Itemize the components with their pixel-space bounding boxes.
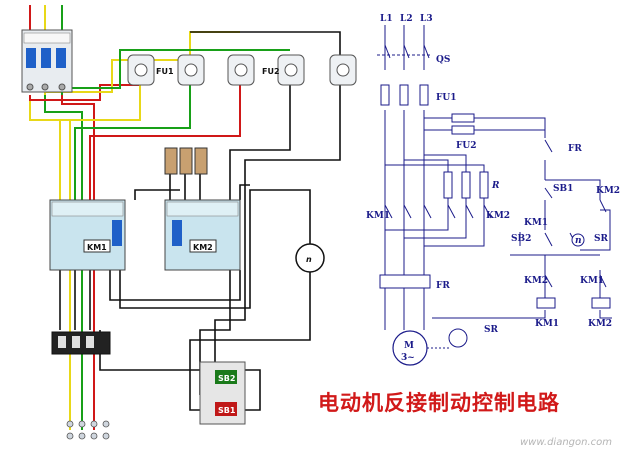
speed-relay: [295, 243, 325, 273]
contactor-km2: [164, 199, 241, 271]
label-sb1: SB1: [553, 184, 573, 194]
resistor-symbols: [443, 171, 489, 199]
wiring-km2-label: KM2: [193, 243, 213, 252]
sr-contact-circle: [571, 233, 585, 247]
label-fr-main: FR: [436, 281, 450, 291]
resistor-block: [164, 147, 208, 175]
fu2-symbols: [451, 113, 475, 135]
label-l2: L2: [400, 14, 413, 24]
contactor-km1: [49, 199, 126, 271]
fuse-holders: [127, 54, 357, 86]
label-motor: M: [404, 341, 414, 351]
coil-symbols: [536, 297, 611, 309]
label-fu2: FU2: [456, 141, 477, 151]
thermal-relay: [51, 331, 111, 355]
label-motor-phase: 3~: [401, 353, 415, 363]
qs-switch: [384, 44, 430, 59]
schematic-lines: [377, 25, 612, 330]
diagram-title: 电动机反接制动控制电路: [318, 391, 560, 415]
label-sr-symbol: n: [575, 236, 582, 246]
label-km1-interlock: KM1: [580, 276, 604, 286]
fu1-symbols: [380, 84, 429, 106]
label-r: R: [491, 181, 500, 191]
circuit-breaker: [21, 29, 73, 93]
wiring-diagram: FU1 FU2 KM1 KM2: [21, 5, 357, 440]
label-fu1: FU1: [436, 93, 457, 103]
schematic-diagram: L1 L2 L3 QS FU1 FU2 R KM1 KM2 FR M 3~ SR…: [366, 14, 620, 366]
wiring-sb1-label: SB1: [218, 406, 236, 415]
label-km1-coil: KM1: [535, 319, 559, 329]
label-km1-aux: KM1: [524, 218, 548, 228]
button-box: [199, 361, 246, 425]
label-qs: QS: [436, 55, 450, 65]
main-contacts: [384, 204, 492, 219]
label-sr-out: SR: [484, 325, 498, 335]
label-km1-main: KM1: [366, 211, 390, 221]
motor-symbol: [392, 328, 468, 366]
wiring-sb2-label: SB2: [218, 374, 235, 383]
label-sr-contact: SR: [594, 234, 608, 244]
wiring-km1-label: KM1: [87, 243, 107, 252]
supply-wires: [29, 5, 290, 430]
wiring-fu2-label: FU2: [262, 67, 280, 76]
label-km2-main: KM2: [486, 211, 510, 221]
label-l3: L3: [420, 14, 433, 24]
terminal-row: [66, 420, 110, 440]
wiring-speed-relay-label: n: [306, 255, 312, 264]
label-fr-contact: FR: [568, 144, 582, 154]
fr-element: [379, 274, 431, 289]
wiring-fu1-label: FU1: [156, 67, 174, 76]
label-km2-interlock: KM2: [524, 276, 548, 286]
label-l1: L1: [380, 14, 393, 24]
control-contacts: [519, 139, 607, 288]
label-km2-aux: KM2: [596, 186, 620, 196]
watermark: www.diangon.com: [520, 437, 612, 448]
label-sb2: SB2: [511, 234, 531, 244]
label-km2-coil: KM2: [588, 319, 612, 329]
